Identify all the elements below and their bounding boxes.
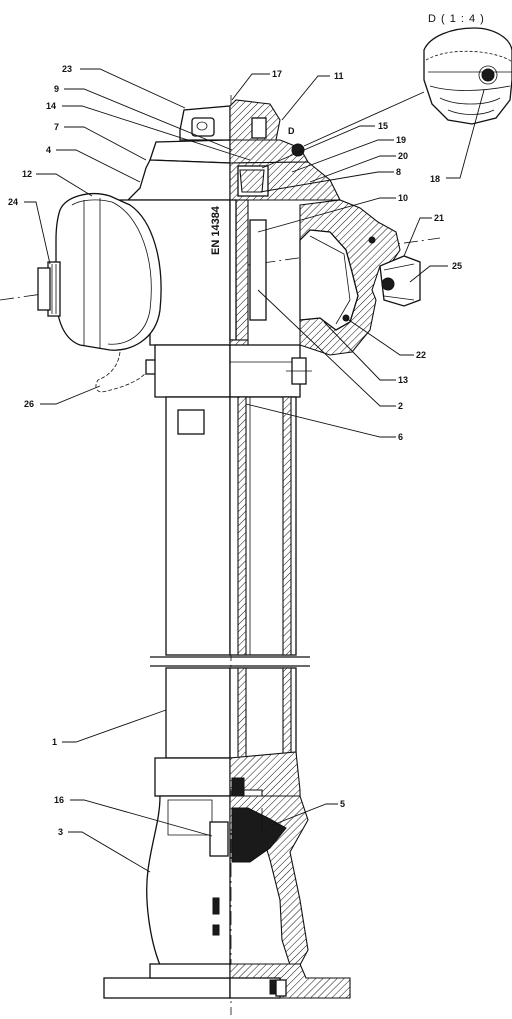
callout-14: 14	[46, 101, 56, 111]
callout-23: 23	[62, 64, 72, 74]
callout-7: 7	[54, 122, 59, 132]
callout-21: 21	[434, 213, 444, 223]
callout-6: 6	[398, 432, 403, 442]
callout-20: 20	[398, 151, 408, 161]
leader-lines	[24, 68, 485, 873]
detail-leader	[303, 91, 425, 147]
left-outlet-cap	[37, 193, 231, 351]
head-center-section	[229, 199, 267, 363]
callout-15: 15	[378, 121, 388, 131]
column-lower	[165, 667, 297, 759]
callout-3: 3	[58, 827, 63, 837]
callouts: 23 17 11 9 14 7 15 19 4 20 8 12 18 24 10…	[8, 64, 462, 837]
callout-25: 25	[452, 261, 462, 271]
callout-13: 13	[398, 375, 408, 385]
callout-18: 18	[430, 174, 440, 184]
base-coupling	[154, 751, 301, 799]
callout-1: 1	[52, 737, 57, 747]
break-lines	[150, 656, 310, 667]
callout-19: 19	[396, 135, 406, 145]
detail-title: D ( 1 : 4 )	[428, 13, 485, 25]
callout-4: 4	[46, 145, 51, 155]
callout-9: 9	[54, 84, 59, 94]
flange-ring	[154, 344, 312, 398]
callout-22: 22	[416, 350, 426, 360]
callout-12: 12	[22, 169, 32, 179]
top-cover	[149, 139, 309, 164]
callout-26: 26	[24, 399, 34, 409]
callout-10: 10	[398, 193, 408, 203]
callout-16: 16	[54, 795, 64, 805]
cap-chain	[95, 351, 161, 393]
base-flange	[103, 963, 351, 999]
head-housing	[126, 159, 341, 201]
callout-11: 11	[334, 71, 344, 81]
detail-marker-label: D	[288, 126, 295, 136]
callout-2: 2	[398, 401, 403, 411]
callout-8: 8	[396, 167, 401, 177]
en-marking: EN 14384	[210, 205, 222, 255]
detail-view: D ( 1 : 4 )	[423, 13, 512, 125]
valve-body	[146, 795, 309, 966]
callout-24: 24	[8, 197, 18, 207]
callout-5: 5	[340, 799, 345, 809]
column-upper	[165, 396, 297, 656]
right-outlet-section	[299, 199, 421, 356]
operating-nut	[179, 99, 281, 141]
callout-17: 17	[272, 69, 282, 79]
